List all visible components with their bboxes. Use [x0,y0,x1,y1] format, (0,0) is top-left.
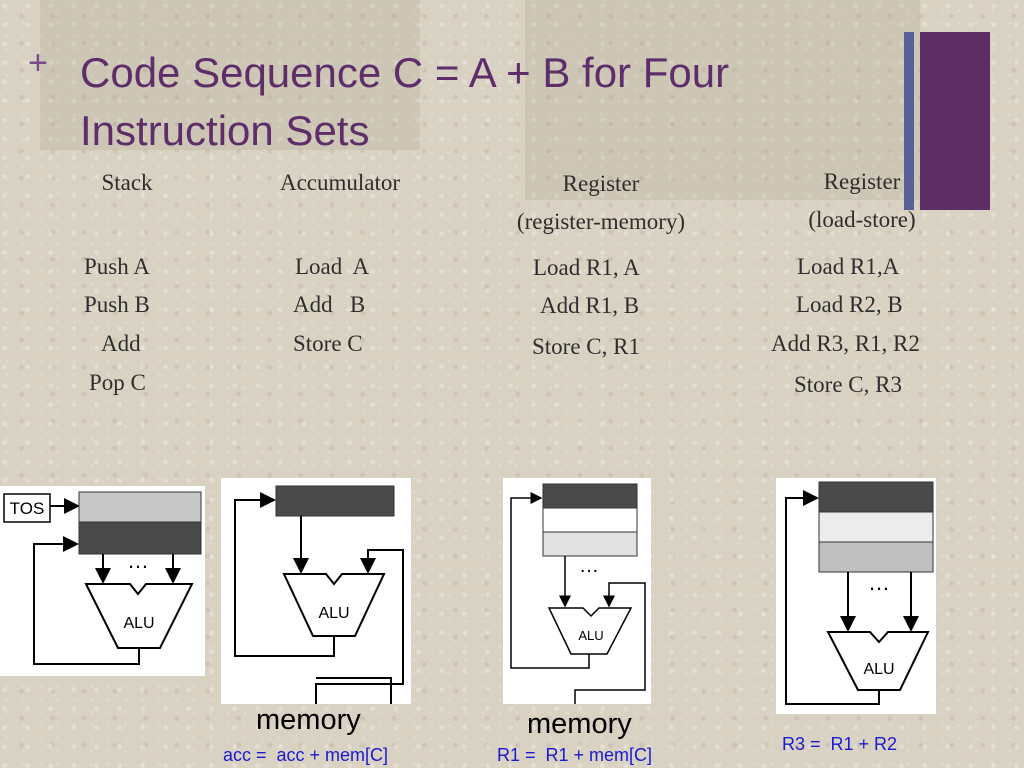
register-memory-instruction: Store C, R1 [532,334,640,359]
accumulator-alu [282,573,386,637]
load-store-alu-label: ALU [863,661,894,678]
register-r1 [542,483,638,509]
register-memory-header: Register (register-memory) [470,165,732,241]
load-store-register-2 [818,511,934,543]
background-shade-left [40,0,420,150]
load-store-register-3 [818,541,934,573]
register-memory-equation: R1 = R1 + mem[C] [497,745,653,765]
register-memory-instruction: Add R1, B [540,293,640,318]
load-store-instruction: Load R1,A [797,254,900,279]
load-store-diagram-drawing: … ALU [785,481,934,705]
stack-diagram: TOS … ALU [0,486,205,676]
accumulator-memory-caption: memory [256,704,361,736]
title-bullet: + [28,44,48,82]
accumulator-diagram: ALU [221,478,411,704]
accent-bar-thick [920,32,990,210]
load-store-dots: … [868,570,890,595]
load-store-register-1 [818,481,934,513]
stack-dots: … [127,548,149,573]
slide-title: Code Sequence C = A + B for Four Instruc… [80,44,910,160]
load-store-instruction: Add R3, R1, R2 [771,331,920,356]
title-line-2: Instruction Sets [80,107,370,154]
register-r3 [542,531,638,557]
register-memory-diagram: … ALU [503,478,651,704]
load-store-header-line2: (load-store) [808,207,916,232]
stack-second-register [78,521,202,555]
accumulator-instruction: Load A [295,254,370,279]
load-store-equation: R3 = R1 + R2 [782,734,898,754]
stack-instruction: Pop C [89,370,146,395]
load-store-header: Register (load-store) [760,163,964,239]
stack-instruction: Add [101,331,141,356]
accumulator-register [275,485,395,517]
register-memory-diagram-drawing: … ALU [510,483,646,704]
accent-bar-thin [904,32,914,210]
load-store-diagram: … ALU [776,478,936,714]
register-memory-instruction: Load R1, A [533,255,640,280]
register-memory-alu [547,607,633,655]
accumulator-instruction: Store C [293,331,363,356]
tos-box [3,493,51,523]
background-shade-right [525,0,920,200]
title-line-1: Code Sequence C = A + B for Four [80,49,730,96]
register-memory-caption: memory [527,708,632,740]
accumulator-alu-label: ALU [318,605,349,622]
stack-header: Stack [101,170,153,195]
load-store-instruction: Store C, R3 [794,372,902,397]
accumulator-equation: acc = acc + mem[C] [223,745,389,765]
accumulator-instruction: Add B [293,292,366,317]
stack-alu [84,583,194,649]
stack-instruction: Push A [84,254,150,279]
load-store-header-line1: Register [823,169,901,194]
tos-label: TOS [10,499,45,518]
register-memory-header-line1: Register [562,171,640,196]
register-memory-header-line2: (register-memory) [516,209,686,234]
load-store-instruction: Load R2, B [796,292,903,317]
register-memory-alu-label: ALU [578,628,603,643]
stack-diagram-drawing: TOS … ALU [3,491,202,665]
stack-alu-label: ALU [123,615,154,632]
accumulator-header: Accumulator [279,170,401,195]
stack-top-register [78,491,202,523]
accumulator-diagram-drawing: ALU [234,485,404,704]
register-r2 [542,507,638,533]
register-memory-dots: … [579,555,599,577]
load-store-alu [826,631,930,691]
stack-instruction: Push B [84,292,150,317]
